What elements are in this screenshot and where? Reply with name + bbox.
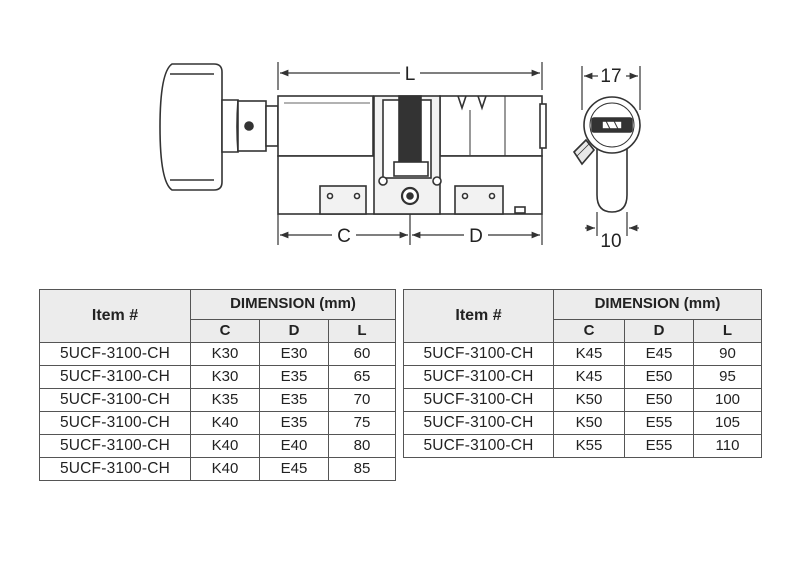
dim-label-17: 17 — [600, 66, 621, 87]
item-cell: 5UCF-3100-CH — [39, 388, 191, 412]
d-cell: E55 — [624, 434, 694, 458]
thumb-turn-knob — [159, 63, 223, 191]
c-cell: K40 — [190, 411, 260, 435]
l-cell: 75 — [328, 411, 396, 435]
column-header-c: C — [553, 318, 625, 344]
table-row: 5UCF-3100-CH K45 E45 90 — [403, 342, 762, 366]
l-cell: 70 — [328, 388, 396, 412]
table-row: 5UCF-3100-CH K40 E35 75 — [39, 411, 396, 435]
column-header-l: L — [328, 318, 396, 344]
c-cell: K30 — [190, 365, 260, 389]
column-header-d: D — [624, 318, 694, 344]
right-cylinder-body — [439, 95, 543, 157]
dim-label-C: C — [337, 226, 351, 247]
item-cell: 5UCF-3100-CH — [39, 365, 191, 389]
c-cell: K50 — [553, 388, 625, 412]
item-cell: 5UCF-3100-CH — [403, 434, 554, 458]
l-cell: 105 — [693, 411, 762, 435]
l-cell: 90 — [693, 342, 762, 366]
item-header: Item # — [39, 289, 191, 343]
right-flange — [454, 185, 504, 215]
c-cell: K40 — [190, 457, 260, 481]
item-cell: 5UCF-3100-CH — [403, 342, 554, 366]
l-cell: 95 — [693, 365, 762, 389]
item-cell: 5UCF-3100-CH — [403, 365, 554, 389]
c-cell: K35 — [190, 388, 260, 412]
l-cell: 80 — [328, 434, 396, 458]
d-cell: E45 — [259, 457, 329, 481]
item-cell: 5UCF-3100-CH — [403, 411, 554, 435]
table-row: 5UCF-3100-CH K55 E55 110 — [403, 434, 762, 458]
cylinder-end-view — [572, 96, 641, 213]
c-cell: K30 — [190, 342, 260, 366]
l-cell: 100 — [693, 388, 762, 412]
dimension-header: DIMENSION (mm) — [190, 289, 396, 320]
l-cell: 85 — [328, 457, 396, 481]
table-row: 5UCF-3100-CH K35 E35 70 — [39, 388, 396, 412]
c-cell: K45 — [553, 365, 625, 389]
d-cell: E40 — [259, 434, 329, 458]
left-cylinder-body — [277, 95, 374, 157]
lock-cylinder-drawing: L C D 17 10 — [159, 62, 641, 252]
left-flange — [319, 185, 367, 215]
table-row: 5UCF-3100-CH K40 E40 80 — [39, 434, 396, 458]
dim-label-L: L — [405, 64, 416, 85]
dimension-header: DIMENSION (mm) — [553, 289, 762, 320]
d-cell: E35 — [259, 365, 329, 389]
table-row: 5UCF-3100-CH K30 E35 65 — [39, 365, 396, 389]
d-cell: E55 — [624, 411, 694, 435]
l-cell: 110 — [693, 434, 762, 458]
column-header-c: C — [190, 318, 260, 344]
end-view-turn-tab — [572, 138, 596, 166]
item-cell: 5UCF-3100-CH — [39, 457, 191, 481]
dim-label-10: 10 — [600, 231, 621, 252]
d-cell: E50 — [624, 365, 694, 389]
dim-label-D: D — [469, 226, 483, 247]
c-cell: K40 — [190, 434, 260, 458]
item-cell: 5UCF-3100-CH — [39, 411, 191, 435]
column-header-d: D — [259, 318, 329, 344]
table-row: 5UCF-3100-CH K30 E30 60 — [39, 342, 396, 366]
column-header-l: L — [693, 318, 762, 344]
d-cell: E30 — [259, 342, 329, 366]
item-cell: 5UCF-3100-CH — [39, 342, 191, 366]
table-row: 5UCF-3100-CH K45 E50 95 — [403, 365, 762, 389]
l-cell: 60 — [328, 342, 396, 366]
cylinder-side-view — [159, 63, 547, 215]
side-dimensions — [277, 62, 543, 245]
table-row: 5UCF-3100-CH K40 E45 85 — [39, 457, 396, 481]
c-cell: K55 — [553, 434, 625, 458]
cam — [398, 95, 422, 169]
d-cell: E50 — [624, 388, 694, 412]
item-cell: 5UCF-3100-CH — [403, 388, 554, 412]
d-cell: E35 — [259, 411, 329, 435]
d-cell: E45 — [624, 342, 694, 366]
item-header: Item # — [403, 289, 554, 343]
table-row: 5UCF-3100-CH K50 E55 105 — [403, 411, 762, 435]
c-cell: K50 — [553, 411, 625, 435]
c-cell: K45 — [553, 342, 625, 366]
item-cell: 5UCF-3100-CH — [39, 434, 191, 458]
end-dimensions — [581, 66, 641, 236]
dimension-table-left: Item # DIMENSION (mm) C D L 5UCF-3100-CH… — [39, 289, 396, 481]
knob-neck — [221, 99, 239, 153]
l-cell: 65 — [328, 365, 396, 389]
table-row: 5UCF-3100-CH K50 E50 100 — [403, 388, 762, 412]
dimension-table-right: Item # DIMENSION (mm) C D L 5UCF-3100-CH… — [403, 289, 762, 458]
d-cell: E35 — [259, 388, 329, 412]
